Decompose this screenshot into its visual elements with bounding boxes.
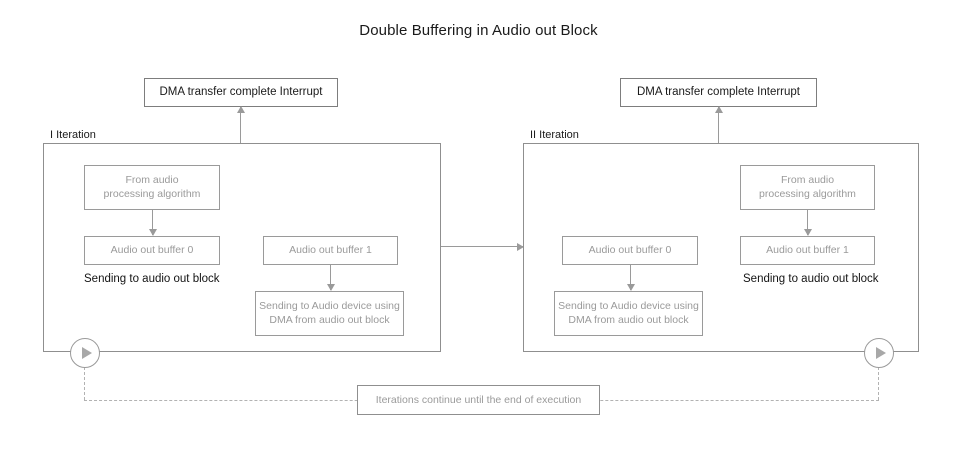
iteration-2-buffer0-box: Audio out buffer 0 [562, 236, 698, 265]
arrow-iteration2-to-interrupt2 [714, 106, 723, 143]
iteration-1-dma-box: Sending to Audio device using DMA from a… [255, 291, 404, 336]
interrupt-box-1: DMA transfer complete Interrupt [144, 78, 338, 107]
interrupt-box-2: DMA transfer complete Interrupt [620, 78, 817, 107]
iteration-1-label: I Iteration [50, 129, 96, 141]
arrow-buffer1-to-dma-iteration1 [326, 265, 335, 291]
iteration-2-source-box: From audio processing algorithm [740, 165, 875, 210]
iteration-1-container [43, 143, 441, 352]
page-title: Double Buffering in Audio out Block [359, 22, 598, 39]
arrow-source-to-buffer0-iteration1 [148, 210, 157, 236]
loop-path-left-vertical [84, 352, 85, 400]
iteration-2-buffer1-box: Audio out buffer 1 [740, 236, 875, 265]
play-triangle-icon [875, 347, 886, 359]
loop-label-box: Iterations continue until the end of exe… [357, 385, 600, 415]
arrow-iteration1-to-interrupt1 [236, 106, 245, 143]
arrow-iteration1-to-iteration2 [441, 242, 524, 251]
iteration-1-source-box: From audio processing algorithm [84, 165, 220, 210]
play-triangle-icon [81, 347, 92, 359]
arrow-buffer0-to-dma-iteration2 [626, 265, 635, 291]
arrow-source-to-buffer1-iteration2 [803, 210, 812, 236]
play-marker-iteration1[interactable] [70, 338, 100, 368]
iteration-1-sending-caption: Sending to audio out block [84, 273, 220, 285]
iteration-1-buffer1-box: Audio out buffer 1 [263, 236, 398, 265]
loop-path-right-vertical [878, 352, 879, 400]
iteration-2-dma-box: Sending to Audio device using DMA from a… [554, 291, 703, 336]
play-marker-iteration2[interactable] [864, 338, 894, 368]
iteration-2-sending-caption: Sending to audio out block [743, 273, 879, 285]
iteration-2-label: II Iteration [530, 129, 579, 141]
iteration-2-container [523, 143, 919, 352]
iteration-1-buffer0-box: Audio out buffer 0 [84, 236, 220, 265]
